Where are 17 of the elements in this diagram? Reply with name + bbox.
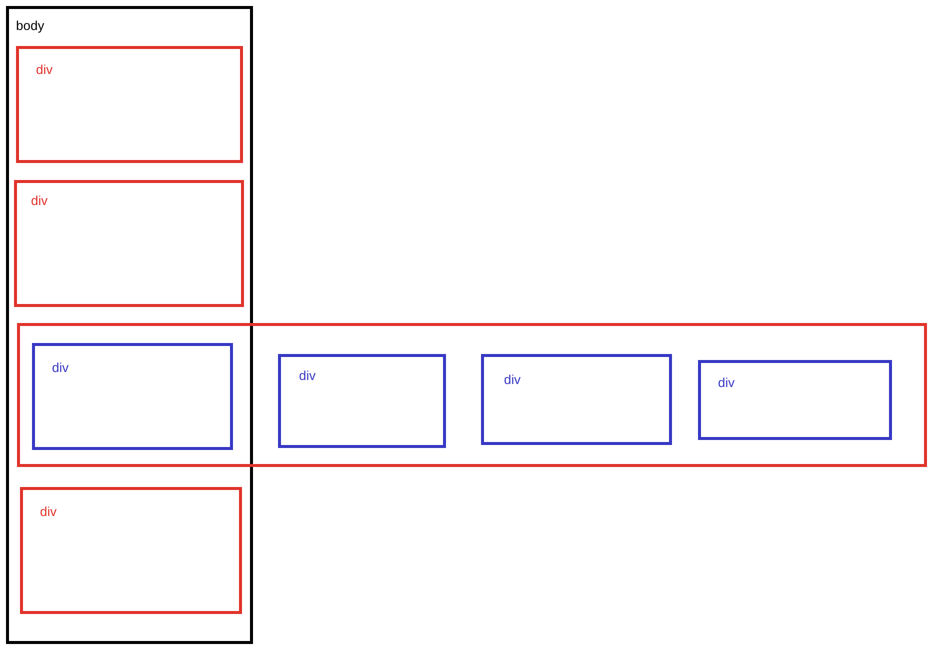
- container-box: [6, 6, 253, 644]
- box-label: div: [52, 360, 69, 376]
- container-box: [481, 354, 672, 445]
- box-label: div: [40, 504, 57, 520]
- box-label: div: [718, 375, 735, 391]
- container-box: [20, 487, 242, 614]
- container-box: [16, 46, 243, 163]
- container-box: [14, 180, 244, 307]
- box-label: div: [31, 193, 48, 209]
- box-label: body: [16, 18, 44, 34]
- container-box: [698, 360, 892, 440]
- box-label: div: [504, 372, 521, 388]
- container-box: [32, 343, 233, 450]
- box-label: div: [299, 368, 316, 384]
- container-box: [17, 323, 927, 467]
- box-label: div: [36, 62, 53, 78]
- container-box: [278, 354, 446, 448]
